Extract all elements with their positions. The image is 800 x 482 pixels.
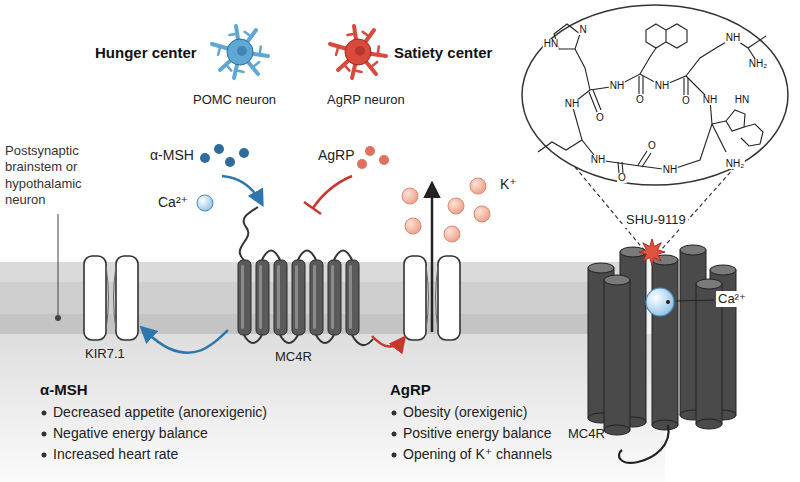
atom-label: NH [702,95,718,105]
neuron-icon: Satiety centerAgRP neuron [322,20,507,112]
signal-arrow [142,328,228,353]
atom-label: NH [590,155,606,165]
node-label: KIR7.1 [85,346,125,362]
ion-label: K⁺ [500,176,517,193]
ion-label: Ca²⁺ [716,291,748,307]
bullet-item: Negative energy balance [40,425,208,442]
node-label: Satiety center [394,44,492,62]
atom-label: O [647,141,657,151]
note: Postsynaptic brainstem or hypothalamic n… [5,143,103,208]
bullet-item: Obesity (orexigenic) [390,404,528,421]
atom-label: O [681,96,691,106]
bullet-item: Opening of K⁺ channels [390,446,552,463]
receptor: MC4R [560,240,760,476]
list-heading: α-MSH [40,381,88,399]
bullet-item: Decreased appetite (anorexigenic) [40,404,267,421]
atom-label: HN [734,95,750,105]
ligand-label: α-MSH [150,147,194,164]
atom-label: NH [654,81,670,91]
atom-label: O [635,95,645,105]
atom-label: HN [543,39,559,49]
ion-label: Ca²⁺ [158,194,188,211]
atom-label: NH₂ [748,59,768,69]
atom-label: N [578,25,587,35]
drug-label: SHU-9119 [624,212,688,228]
atom-label: O [617,173,627,183]
atom-label: NH [725,33,741,43]
receptor-outline [228,205,373,367]
atom-label: NH [609,81,625,91]
bullet-item: Increased heart rate [40,446,178,463]
atom-label: NH [662,165,678,175]
ion-channel: KIR7.1 [80,250,142,366]
node-sublabel: POMC neuron [193,92,276,108]
ligand-label: AgRP [318,147,355,164]
node-label: Hunger center [95,44,197,62]
atom-label: O [595,113,605,123]
bullet-item: Positive energy balance [390,425,552,442]
node-label: MC4R [568,426,605,442]
node-sublabel: AgRP neuron [327,92,405,108]
atom-label: NH₂ [725,159,745,169]
atom-label: NH [564,99,580,109]
node-label: MC4R [275,349,312,365]
neuron-icon: Hunger centerPOMC neuron [95,20,295,112]
receptor: MC4R [228,205,373,367]
list-heading: AgRP [390,381,431,399]
